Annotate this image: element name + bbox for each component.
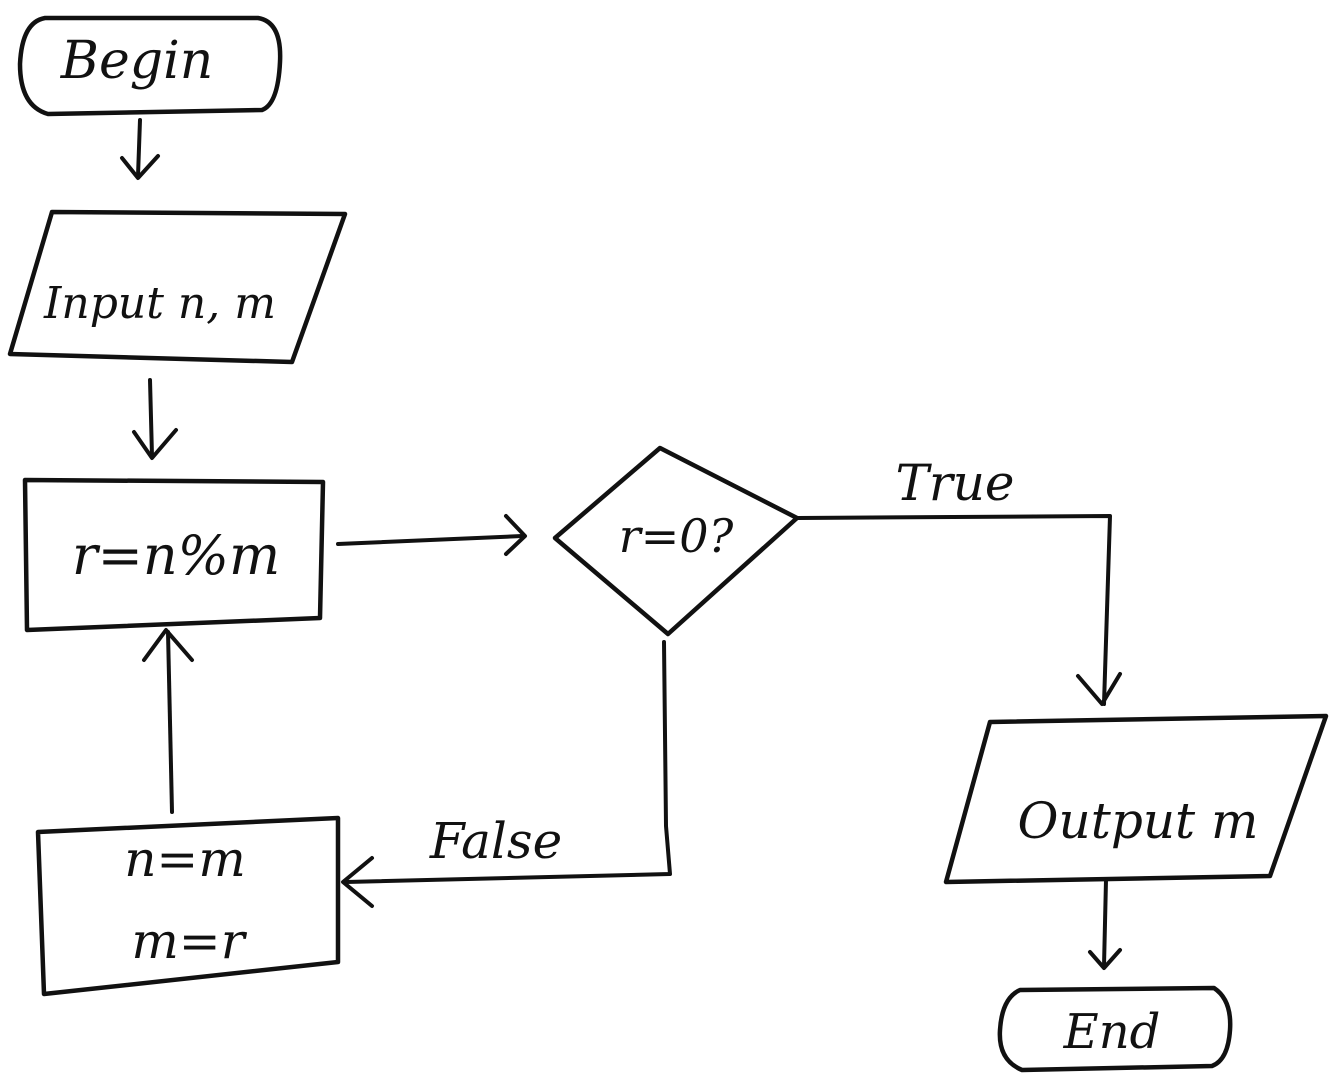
swap-label-line2: m=r: [131, 912, 247, 970]
output-node: Output m: [943, 713, 1329, 885]
true-branch: True: [796, 454, 1122, 706]
true-label: True: [895, 454, 1014, 512]
swap-node: n=m m=r: [35, 815, 341, 997]
input-label: Input n, m: [43, 278, 276, 329]
arrow-input-to-remainder: [132, 378, 178, 460]
remainder-label: r=n%m: [72, 524, 280, 587]
arrow-remainder-to-decision: [336, 514, 527, 556]
end-node: End: [997, 985, 1233, 1073]
end-label: End: [1063, 1004, 1161, 1060]
begin-label: Begin: [60, 31, 213, 91]
input-node: Input n, m: [7, 209, 348, 365]
swap-label-line1: n=m: [124, 830, 246, 888]
arrow-output-to-end: [1088, 878, 1122, 970]
output-label: Output m: [1018, 792, 1259, 850]
arrow-swap-to-remainder: [142, 628, 194, 814]
begin-node: Begin: [17, 15, 283, 117]
decision-label: r=0?: [619, 509, 734, 563]
arrow-begin-to-input: [120, 118, 160, 180]
remainder-node: r=n%m: [22, 477, 326, 633]
false-label: False: [429, 812, 562, 870]
decision-node: r=0?: [552, 445, 800, 637]
false-branch: False: [341, 640, 672, 908]
